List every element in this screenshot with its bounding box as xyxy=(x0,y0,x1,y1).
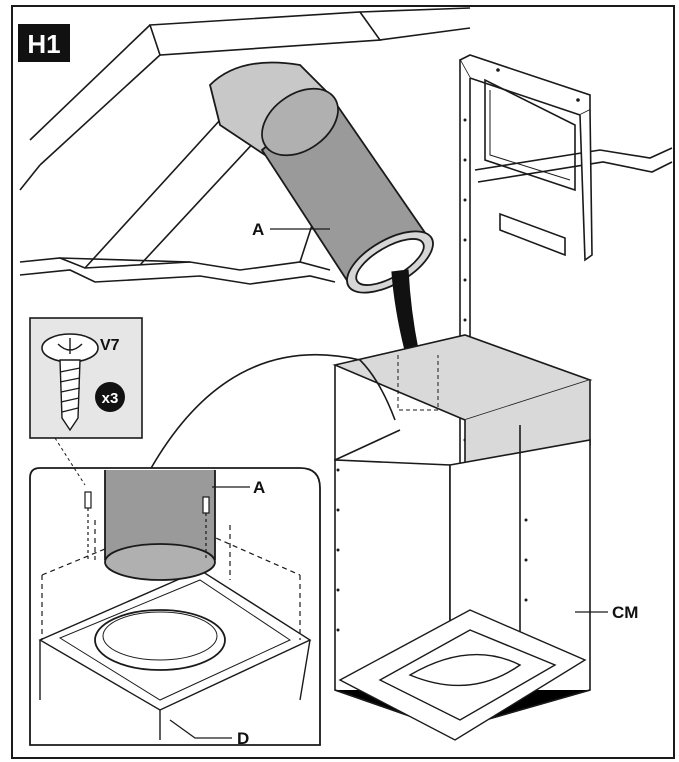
label-chimney-cm: CM xyxy=(612,603,638,622)
leader-lines xyxy=(169,228,608,739)
quantity-badge xyxy=(95,382,125,412)
step-badge: H1 xyxy=(18,24,70,62)
screw-shank xyxy=(59,359,81,432)
screw-label: V7 xyxy=(100,337,120,354)
screw-callout: x3 V7 xyxy=(29,317,143,486)
hidden-duct-end xyxy=(397,355,439,411)
label-duct-a: A xyxy=(252,220,264,239)
hood-edge-right xyxy=(474,147,673,183)
inset-hood-top xyxy=(38,569,312,740)
step-badge-text: H1 xyxy=(27,29,60,59)
inset-dashed-frame xyxy=(41,519,301,640)
callout-arc xyxy=(149,353,396,471)
hood-canopy xyxy=(19,7,471,285)
duct-main xyxy=(209,61,434,294)
quantity-text: x3 xyxy=(102,390,119,407)
chimney-holes xyxy=(336,468,528,632)
chimney-base xyxy=(338,609,587,741)
label-ring-d: D xyxy=(237,729,249,748)
inset-ring xyxy=(94,609,226,671)
inset-screws xyxy=(84,491,210,560)
inset-duct xyxy=(104,470,216,581)
label-duct-a-detail: A xyxy=(253,478,265,497)
